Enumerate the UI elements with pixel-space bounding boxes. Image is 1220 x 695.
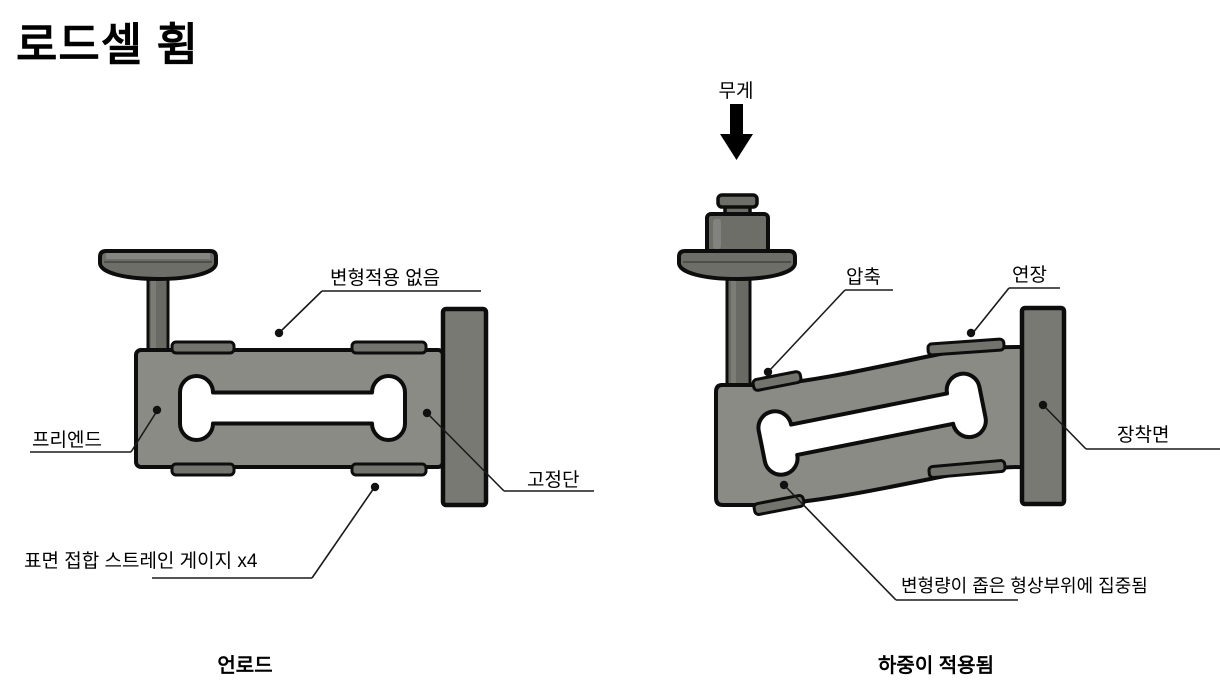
label-fixed-end: 고정단 xyxy=(527,469,579,491)
strain-gauge-tab xyxy=(350,462,428,477)
strain-gauge-tab xyxy=(926,337,1006,357)
platform-disc xyxy=(98,249,218,281)
strain-gauge-tab xyxy=(751,370,803,392)
label-compression: 압축 xyxy=(846,266,881,288)
label-mounting-surface: 장착면 xyxy=(1117,424,1169,446)
weight-highlight xyxy=(713,219,721,249)
label-strain-gauges: 표면 접합 스트레인 게이지 x4 xyxy=(24,550,258,572)
strain-gauge-tab xyxy=(752,494,806,516)
mounting-block xyxy=(440,306,489,508)
leader-fixed-end xyxy=(422,408,594,492)
platform-highlight xyxy=(106,253,210,259)
weight-arrow-icon xyxy=(720,104,753,160)
leader-strain-concentration xyxy=(779,480,1018,601)
leader-dot xyxy=(422,408,432,418)
label-extension: 연장 xyxy=(1012,264,1047,286)
stem-highlight xyxy=(731,272,736,384)
bone-cutout xyxy=(178,374,407,442)
leader-mounting-surface xyxy=(1038,400,1220,450)
caption-unloaded: 언로드 xyxy=(217,654,272,677)
leader-dot xyxy=(274,328,284,338)
strain-gauge-tab xyxy=(170,340,236,355)
stem-highlight xyxy=(151,276,156,350)
leader-dot xyxy=(152,405,162,415)
unloaded-figure xyxy=(98,249,489,508)
bone-cutout-bent xyxy=(756,371,988,477)
weight-knob xyxy=(716,193,759,209)
leader-dot xyxy=(370,482,380,492)
leader-dot xyxy=(966,328,976,338)
leader-extension xyxy=(966,287,1060,338)
label-free-end: 프리엔드 xyxy=(32,429,102,451)
leader-dot xyxy=(779,480,789,490)
platform-disc xyxy=(677,249,797,281)
loaded-figure xyxy=(677,104,1067,516)
leader-compression xyxy=(763,289,893,377)
leader-dot xyxy=(763,367,773,377)
platform-stem xyxy=(725,266,752,392)
label-weight: 무게 xyxy=(719,80,754,102)
caption-loaded: 하중이 적용됨 xyxy=(878,654,994,677)
strain-gauge-tab xyxy=(170,462,236,477)
leader-strain-gauges xyxy=(152,482,380,579)
leader-no-strain xyxy=(274,290,481,338)
strain-gauge-tab xyxy=(927,459,1007,479)
strain-gauge-tab xyxy=(350,340,428,355)
page-title: 로드셀 휨 xyxy=(16,19,200,70)
leader-free-end xyxy=(30,405,162,453)
label-strain-concentration: 변형량이 좁은 형상부위에 집중됨 xyxy=(901,576,1148,596)
leader-dot xyxy=(1038,400,1048,410)
label-no-strain: 변형적용 없음 xyxy=(330,267,440,289)
